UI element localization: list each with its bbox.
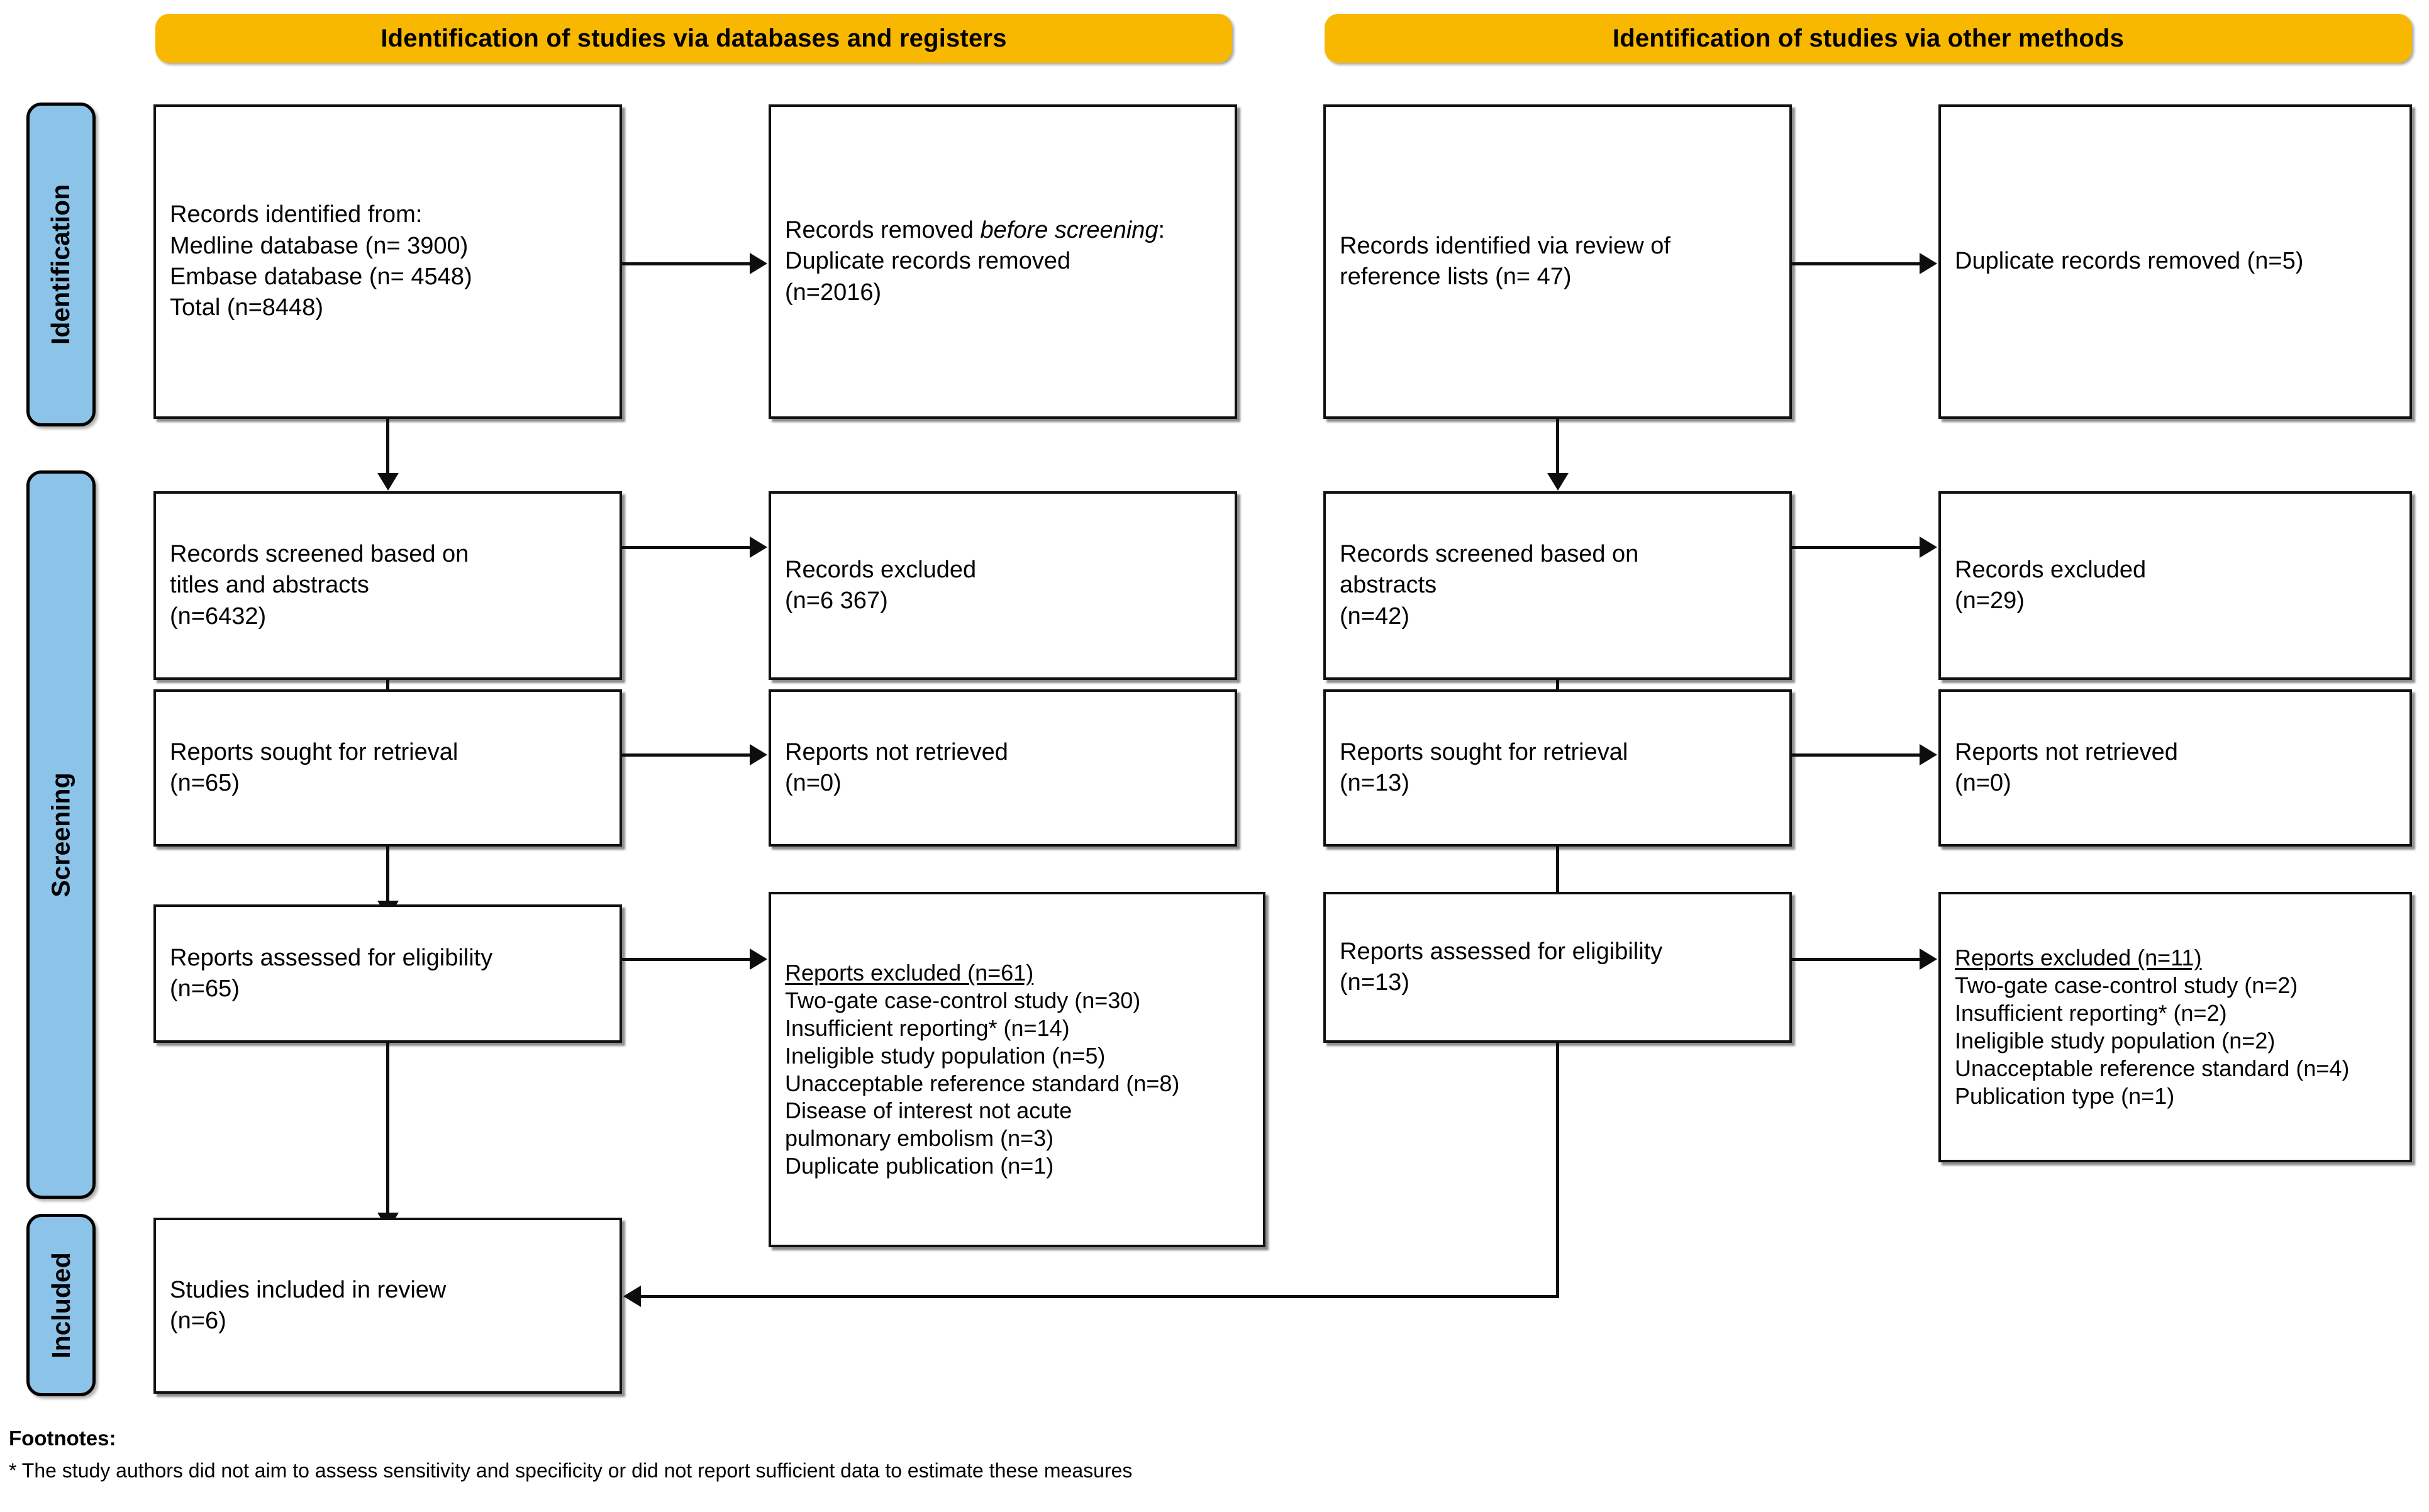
connector-identified-to-screened [386, 419, 389, 477]
reports-excluded-other-detail-text: Reports excluded (n=11)Two-gate case-con… [1941, 944, 2363, 1109]
connector-sought-to-not-retrieved [622, 753, 751, 757]
box-records-screened-titles-abstracts: Records screened based on titles and abs… [153, 491, 622, 680]
records-identified-reference-lists-text: Records identified via review of referen… [1340, 232, 1670, 290]
banner-other-methods-label: Identification of studies via other meth… [1612, 24, 2125, 52]
box-reports-not-retrieved-databases: Reports not retrieved (n=0) [769, 689, 1237, 847]
box-records-removed-before-screening: Records removed before screening: Duplic… [769, 104, 1237, 419]
phase-label-screening: Screening [26, 470, 96, 1199]
box-records-identified-reference-lists: Records identified via review of referen… [1323, 104, 1792, 419]
box-records-excluded-other: Records excluded (n=29) [1938, 491, 2412, 680]
banner-other-methods: Identification of studies via other meth… [1325, 14, 2412, 63]
records-removed-before-screening-text: Records removed before screening: Duplic… [771, 215, 1179, 308]
connector-sought-other-to-assessed [1556, 847, 1559, 904]
phase-label-included: Included [26, 1214, 96, 1396]
box-duplicate-records-removed-other: Duplicate records removed (n=5) [1938, 104, 2412, 419]
records-removed-italic-phrase: before screening [980, 216, 1159, 243]
box-reports-assessed-databases: Reports assessed for eligibility (n=65) [153, 904, 622, 1043]
box-reports-not-retrieved-other: Reports not retrieved (n=0) [1938, 689, 2412, 847]
connector-sought-to-assessed [386, 847, 389, 904]
phase-screening-text: Screening [46, 772, 75, 898]
connector-other-assessed-to-included [641, 1295, 1559, 1298]
box-reports-sought-other: Reports sought for retrieval (n=13) [1323, 689, 1792, 847]
connector-refs-to-screened [1556, 419, 1559, 477]
phase-label-identification: Identification [26, 103, 96, 426]
phase-included-text: Included [46, 1252, 75, 1359]
arrowhead-assessed-to-excluded-detail [750, 948, 767, 970]
reports-excluded-other-reasons: Two-gate case-control study (n=2) Insuff… [1955, 972, 2350, 1109]
banner-databases-and-registers: Identification of studies via databases … [155, 14, 1232, 63]
arrowhead-sought-other-to-not-retrieved [1920, 744, 1937, 765]
connector-refs-to-duplicates [1792, 262, 1921, 265]
box-reports-assessed-other: Reports assessed for eligibility (n=13) [1323, 892, 1792, 1043]
records-removed-prefix: Records removed [785, 216, 981, 243]
records-excluded-other-text: Records excluded (n=29) [1955, 556, 2147, 614]
connector-assessed-to-included [386, 1043, 389, 1216]
connector-assessed-other-to-excluded-detail [1792, 958, 1921, 961]
arrowhead-refs-to-duplicates [1920, 253, 1937, 274]
arrowhead-screened-other-to-excluded [1920, 536, 1937, 558]
footnotes-title: Footnotes: [9, 1426, 116, 1450]
connector-screened-to-excluded [622, 546, 751, 549]
box-reports-excluded-databases-detail: Reports excluded (n=61)Two-gate case-con… [769, 892, 1265, 1247]
box-reports-excluded-other-detail: Reports excluded (n=11)Two-gate case-con… [1938, 892, 2412, 1162]
reports-assessed-databases-text: Reports assessed for eligibility (n=65) [170, 944, 493, 1002]
reports-excluded-databases-header: Reports excluded (n=61) [785, 959, 1034, 986]
reports-excluded-other-header: Reports excluded (n=11) [1955, 945, 2202, 971]
arrowhead-assessed-other-to-excluded-detail [1920, 948, 1937, 970]
connector-assessed-to-excluded-detail [622, 958, 751, 961]
phase-identification-text: Identification [46, 184, 75, 345]
box-records-excluded-databases: Records excluded (n=6 367) [769, 491, 1237, 680]
reports-excluded-databases-reasons: Two-gate case-control study (n=30) Insuf… [785, 987, 1180, 1179]
connector-sought-other-to-not-retrieved [1792, 753, 1921, 757]
box-records-screened-abstracts-other: Records screened based on abstracts (n=4… [1323, 491, 1792, 680]
arrowhead-screened-to-excluded [750, 536, 767, 558]
arrowhead-identified-to-screened [377, 473, 399, 491]
banner-databases-label: Identification of studies via databases … [381, 24, 1007, 52]
connector-screened-other-to-excluded [1792, 546, 1921, 549]
records-excluded-databases-text: Records excluded (n=6 367) [785, 556, 977, 614]
arrowhead-identified-to-removed [750, 253, 767, 274]
reports-assessed-other-text: Reports assessed for eligibility (n=13) [1340, 938, 1663, 996]
box-studies-included-in-review: Studies included in review (n=6) [153, 1218, 622, 1394]
records-identified-databases-text: Records identified from: Medline databas… [170, 201, 472, 321]
footnotes-section: Footnotes: * The study authors did not a… [9, 1426, 2021, 1482]
connector-other-assessed-down [1556, 1043, 1559, 1298]
reports-sought-other-text: Reports sought for retrieval (n=13) [1340, 738, 1628, 796]
footnote-line-1: * The study authors did not aim to asses… [9, 1459, 1133, 1482]
arrowhead-other-assessed-to-included [623, 1286, 641, 1307]
reports-excluded-databases-detail-text: Reports excluded (n=61)Two-gate case-con… [771, 959, 1193, 1180]
reports-sought-databases-text: Reports sought for retrieval (n=65) [170, 738, 459, 796]
records-screened-titles-abstracts-text: Records screened based on titles and abs… [170, 540, 469, 630]
arrowhead-refs-to-screened [1547, 473, 1569, 491]
connector-identified-to-removed [622, 262, 751, 265]
arrowhead-sought-to-not-retrieved [750, 744, 767, 765]
records-removed-suffix: : Duplicate records removed (n=2016) [785, 216, 1165, 306]
box-reports-sought-databases: Reports sought for retrieval (n=65) [153, 689, 622, 847]
records-screened-abstracts-other-text: Records screened based on abstracts (n=4… [1340, 540, 1639, 630]
box-records-identified-databases: Records identified from: Medline databas… [153, 104, 622, 419]
reports-not-retrieved-other-text: Reports not retrieved (n=0) [1955, 738, 2178, 796]
reports-not-retrieved-databases-text: Reports not retrieved (n=0) [785, 738, 1008, 796]
duplicate-records-removed-other-text: Duplicate records removed (n=5) [1955, 248, 2304, 275]
studies-included-in-review-text: Studies included in review (n=6) [170, 1276, 447, 1334]
